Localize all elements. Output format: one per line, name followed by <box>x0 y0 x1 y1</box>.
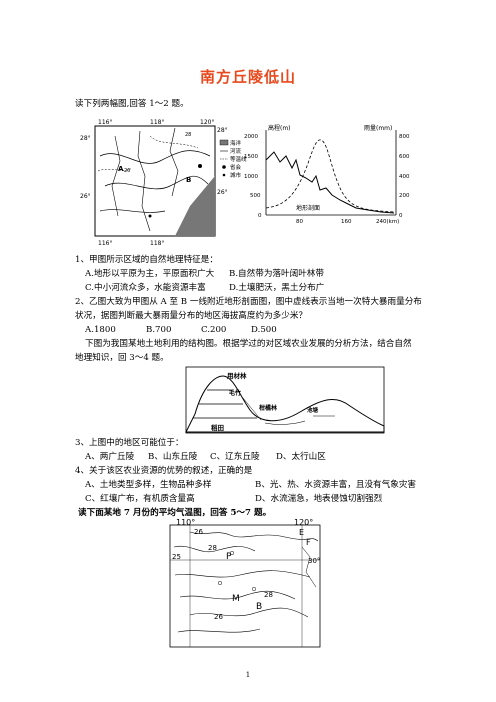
option-1b: B.自然带为落叶阔叶林带 <box>229 269 324 279</box>
right-tick: 400 <box>399 174 410 180</box>
map-label: F <box>306 538 311 547</box>
point-a: A <box>118 165 124 173</box>
option-2a: A.1800 <box>85 325 116 335</box>
map-label: P <box>226 552 232 562</box>
map-legend: 海洋 河流 等温线 省会 城市 <box>219 139 247 179</box>
landuse-label: 稻田 <box>211 423 225 432</box>
question-4: 4、关于该区农业资源的优势的叙述，正确的是 <box>75 466 253 476</box>
right-axis-title: 雨量(mm) <box>364 125 392 132</box>
option-3c: C、辽东丘陵 <box>210 452 260 462</box>
lon-label: 118° <box>150 119 164 126</box>
right-tick: 200 <box>399 193 410 199</box>
question-3: 3、上图中的地区可能位于： <box>75 438 184 448</box>
landuse-label: 用材林 <box>226 371 247 380</box>
left-tick: 0 <box>258 213 262 219</box>
option-3d: D、太行山区 <box>276 452 326 462</box>
left-tick: 2000 <box>244 134 258 140</box>
map-label: 26 <box>194 528 203 536</box>
x-tick: 240(km) <box>376 219 399 225</box>
left-tick: 1000 <box>244 174 258 180</box>
profile-label: 地形剖面 <box>296 204 320 212</box>
map-label: 25 <box>172 553 181 561</box>
point-b: B <box>186 176 191 184</box>
lat-label: 26° <box>80 193 91 200</box>
legend-item: 等温线 <box>230 155 247 163</box>
question-2-cont: 状况，据图判断最大暴雨量分布的地区海拔高度约为多少米？ <box>75 311 308 321</box>
lon-label: 116° <box>98 119 112 126</box>
map-label: E <box>299 528 304 537</box>
intro-3-4: 下图为我国某地土地利用的结构图。根据学过的对区域农业发展的分析方法，结合自然 <box>85 339 412 349</box>
map-label: 120° <box>294 518 313 527</box>
legend-item: 河流 <box>230 147 242 155</box>
legend-item: 城市 <box>230 171 242 179</box>
landuse-label: 毛竹 <box>229 389 241 397</box>
option-2d: D.500 <box>251 325 277 335</box>
question-2: 2、乙图大致为甲图从 A 至 B 一线附近地形剖面图，图中虚线表示当地一次特大暴… <box>75 297 422 307</box>
x-tick: 160 <box>341 219 352 225</box>
lon-label: 120° <box>200 119 214 126</box>
map-label: 26 <box>214 613 223 621</box>
region-map: 116° 118° 120° 28° 28° 26° 26° 116° 118°… <box>80 119 247 247</box>
landuse-label: 池塘 <box>307 406 319 414</box>
map-label: 28 <box>208 544 217 552</box>
right-tick: 600 <box>399 154 410 160</box>
option-2c: C.200 <box>201 325 227 335</box>
page-title: 南方丘陵低山 <box>199 68 296 86</box>
lat-label: 28° <box>80 135 91 142</box>
option-4a: A、土地类型多样，生物品种多样 <box>85 480 212 490</box>
landuse-diagram: 用材林 毛竹 柑橘林 池塘 稻田 <box>185 366 385 434</box>
intro-5-7: 读下面某地 7 月份的平均气温图，回答 5～7 题。 <box>78 508 272 518</box>
option-1c: C.中小河流众多，水能资源丰富 <box>85 283 206 293</box>
option-4c: C、红壤广布，有机质含量高 <box>85 494 195 504</box>
left-axis-title: 高程(m) <box>268 124 291 132</box>
option-1d: D.土壤肥沃，黑土分布广 <box>229 283 325 293</box>
map-label: 110° <box>176 518 195 527</box>
left-tick: 1500 <box>244 154 258 160</box>
legend-item: 省会 <box>230 163 242 171</box>
temperature-map: 110° 120° 26 E F 28 P 25 30° M 28 B 26 <box>169 518 320 648</box>
map-label: 30° <box>308 557 320 565</box>
map-label: 28 <box>264 591 273 599</box>
lat-label: 28° <box>217 127 228 134</box>
map-label: M <box>232 594 240 604</box>
right-tick: 0 <box>399 213 403 219</box>
x-tick: 80 <box>296 219 303 225</box>
map-label: B <box>256 602 262 612</box>
option-4b: B、光、热、水资源丰富，且没有气象灾害 <box>255 480 417 490</box>
left-tick: 500 <box>250 193 261 199</box>
lon-label: 116° <box>98 240 112 247</box>
page-number: 1 <box>245 671 251 679</box>
isotherm-label: 26 <box>124 168 130 174</box>
option-2b: B.700 <box>146 325 172 335</box>
lon-label: 118° <box>150 240 164 247</box>
profile-chart: 高程(m) 雨量(mm) 2000 1500 1000 500 0 800 60… <box>244 124 410 225</box>
rainfall-line <box>265 139 395 213</box>
option-1a: A.地形以平原为主，平原面积广大 <box>85 269 215 279</box>
option-3a: A、两广丘陵 <box>85 452 135 462</box>
sea-area <box>175 176 215 236</box>
intro-text: 读下列两幅图,回答 1～2 题。 <box>75 99 189 109</box>
landuse-label: 柑橘林 <box>259 404 277 412</box>
intro-3-4-cont: 地理知识，回 3～4 题。 <box>75 353 169 363</box>
right-tick: 800 <box>399 134 410 140</box>
option-3b: B、山东丘陵 <box>148 452 198 462</box>
option-4d: D、水流湍急，地表侵蚀切割强烈 <box>255 494 383 504</box>
lat-label: 26° <box>217 189 228 196</box>
question-1: 1、甲图所示区域的自然地理特征是： <box>75 255 218 265</box>
isotherm-label: 28 <box>185 132 191 138</box>
terrain-profile-line <box>265 151 395 214</box>
legend-item: 海洋 <box>230 139 242 147</box>
